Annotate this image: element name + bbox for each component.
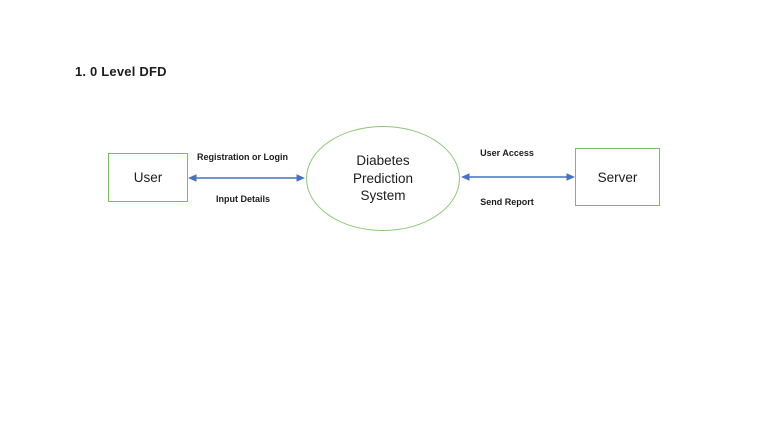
node-server: Server bbox=[575, 148, 660, 206]
node-process-diabetes-prediction-system: Diabetes Prediction System bbox=[306, 126, 460, 231]
flow-label-input-details: Input Details bbox=[215, 194, 270, 204]
node-process-label-line3: System bbox=[360, 188, 406, 204]
arrow-system-server bbox=[461, 173, 575, 181]
node-process-label-line2: Prediction bbox=[352, 170, 414, 186]
flow-label-user-access: User Access bbox=[480, 148, 534, 158]
node-user-label: User bbox=[133, 170, 163, 185]
node-server-label: Server bbox=[597, 169, 638, 185]
flow-label-registration-or-login: Registration or Login bbox=[197, 152, 288, 162]
node-process-label-line1: Diabetes bbox=[356, 153, 410, 169]
flow-label-send-report: Send Report bbox=[480, 197, 534, 207]
page-title: 1. 0 Level DFD bbox=[75, 64, 167, 79]
arrow-user-system bbox=[188, 174, 305, 182]
node-user: User bbox=[108, 153, 188, 202]
